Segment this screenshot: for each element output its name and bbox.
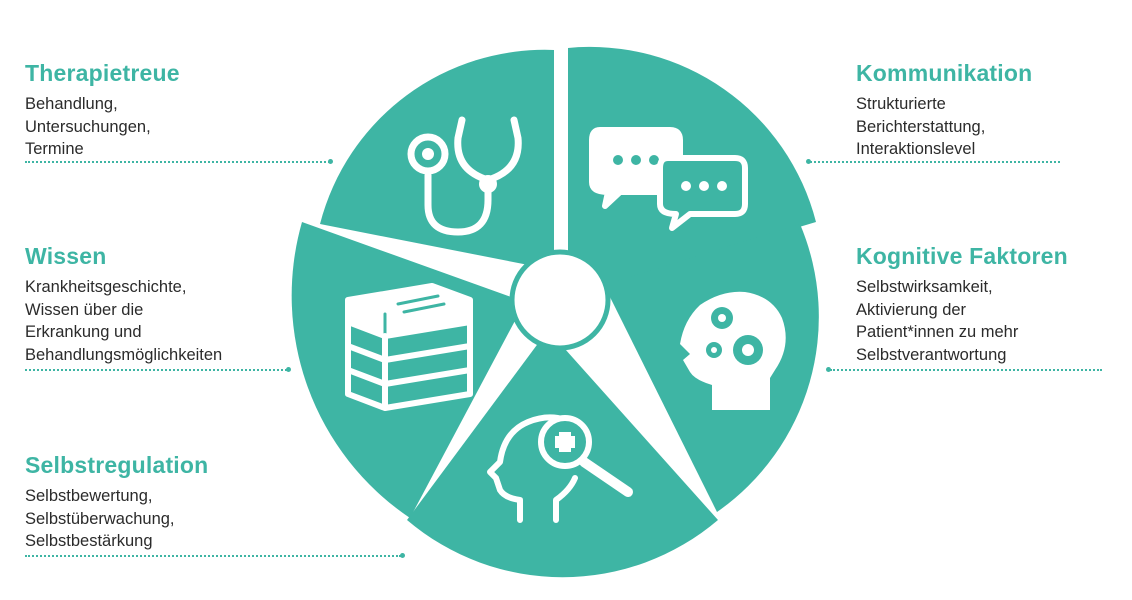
head-gears-icon — [680, 291, 786, 410]
label-line: Interaktionslevel — [856, 140, 976, 158]
segment-therapietreue — [320, 49, 554, 270]
label-line: Selbstwirksamkeit, — [856, 278, 993, 296]
leader-line-kommunikation — [810, 161, 1060, 163]
label-line: Selbstbestärkung — [25, 532, 153, 550]
leader-dot-kognitive-faktoren — [826, 367, 831, 372]
label-selbstregulation: Selbstregulation Selbstbewertung, Selbst… — [25, 452, 208, 553]
label-line: Patient*innen zu mehr — [856, 323, 1019, 341]
leader-line-therapietreue — [25, 161, 330, 163]
leader-dot-therapietreue — [328, 159, 333, 164]
label-line: Selbstbewertung, — [25, 487, 153, 505]
label-line: Selbstverantwortung — [856, 345, 1007, 364]
label-line: Aktivierung der — [856, 300, 967, 319]
label-line: Behandlung, — [25, 95, 118, 113]
head-magnifier-icon — [487, 414, 633, 523]
leader-line-wissen — [25, 369, 287, 371]
label-wissen: Wissen Krankheitsgeschichte, Wissen über… — [25, 243, 222, 366]
label-title: Therapietreue — [25, 60, 180, 86]
label-line: Selbstüberwachung, — [25, 509, 175, 528]
center-ring — [509, 249, 611, 351]
label-therapietreue: Therapietreue Behandlung, Untersuchungen… — [25, 60, 180, 161]
label-line: Behandlungsmöglichkeiten — [25, 345, 223, 364]
speech-bubbles-icon — [589, 127, 748, 231]
label-title: Kognitive Faktoren — [856, 243, 1068, 269]
label-line: Erkrankung und — [25, 323, 142, 341]
leader-line-kognitive-faktoren — [830, 369, 1102, 371]
label-line: Berichterstattung, — [856, 117, 986, 136]
stethoscope-icon — [407, 116, 522, 236]
leader-dot-wissen — [286, 367, 291, 372]
label-kognitive-faktoren: Kognitive Faktoren Selbstwirksamkeit, Ak… — [856, 243, 1068, 366]
label-title: Wissen — [25, 243, 107, 269]
label-line: Untersuchungen, — [25, 117, 151, 136]
leader-line-selbstregulation — [25, 555, 401, 557]
label-title: Selbstregulation — [25, 452, 209, 478]
books-icon — [345, 283, 473, 411]
label-title: Kommunikation — [856, 60, 1033, 86]
leader-dot-selbstregulation — [400, 553, 405, 558]
label-line: Wissen über die — [25, 300, 144, 319]
leader-dot-kommunikation — [806, 159, 811, 164]
label-line: Termine — [25, 140, 84, 158]
label-line: Strukturierte — [856, 95, 946, 113]
label-line: Krankheitsgeschichte, — [25, 278, 187, 296]
label-kommunikation: Kommunikation Strukturierte Berichtersta… — [856, 60, 1032, 161]
